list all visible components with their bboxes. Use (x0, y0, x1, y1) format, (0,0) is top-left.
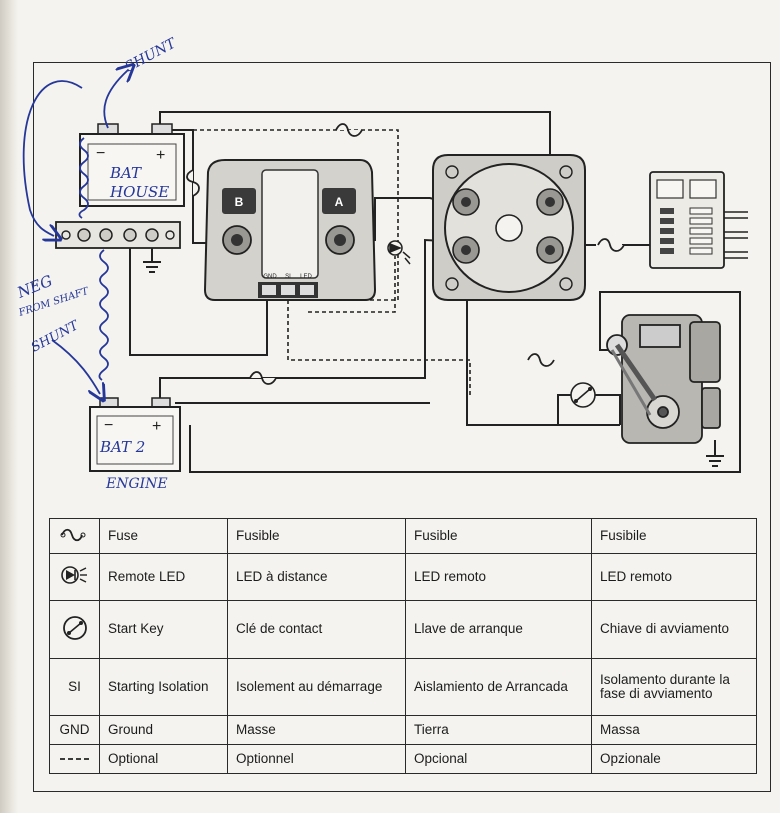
acr-label-b: B (235, 195, 244, 209)
wire-optional-led-mid (287, 300, 471, 395)
legend-english: Fuse (99, 517, 228, 555)
handwriting-bat-2: BAT 2 (99, 438, 145, 456)
acr-terminal-gnd: GND (263, 274, 277, 280)
legend-row-starting-isolation: SI Starting Isolation Isolement au démar… (49, 658, 757, 716)
fuse-top (335, 123, 363, 137)
fuses (186, 123, 625, 385)
legend-spanish: Tierra (405, 714, 592, 745)
legend-italian: LED remoto (591, 553, 757, 601)
legend-spanish: Fusible (405, 517, 592, 555)
legend-spanish: LED remoto (405, 553, 592, 601)
legend-row-optional: Optional Optionnel Opcional Opzionale (49, 743, 757, 775)
negative-bus-bar (55, 221, 181, 249)
squiggle-bus-to-engine (98, 249, 109, 381)
automatic-charging-relay: B A GND SI LED (203, 159, 377, 301)
squiggle-house-to-bus (78, 137, 89, 219)
arrow-left-loop (22, 80, 83, 236)
diagram-frame (33, 62, 771, 792)
engine (606, 314, 721, 444)
legend-english: Ground (99, 714, 228, 745)
legend-table: Fuse Fusible Fusible Fusibile Remote LED… (49, 517, 757, 775)
fuse-house (186, 169, 200, 197)
legend-spanish: Opcional (405, 743, 592, 775)
legend-english: Starting Isolation (99, 658, 228, 716)
remote-led (387, 240, 411, 265)
legend-row-fuse: Fuse Fusible Fusible Fusibile (49, 517, 757, 555)
legend-italian: Massa (591, 714, 757, 745)
wire-acr-ground (129, 240, 268, 356)
legend-italian: Isolamento durante la fase di avviamento (591, 658, 757, 716)
handwriting-bat-house-1: BAT (109, 164, 142, 182)
wire-engine-ground (189, 291, 741, 473)
acr-label-a: A (335, 195, 344, 209)
wire-optional-led-return (308, 256, 396, 313)
battery-selector-switch (432, 154, 586, 301)
engine-battery-plus: + (152, 418, 161, 435)
legend-italian: Opzionale (591, 743, 757, 775)
start-key (570, 382, 596, 408)
legend-row-start-key: Start Key Clé de contact Llave de arranq… (49, 599, 757, 660)
acr-terminal-si: SI (285, 274, 291, 280)
arrow-shunt-top (103, 70, 128, 129)
house-battery-minus: − (96, 145, 105, 162)
wire-switch-start (466, 253, 620, 426)
legend-spanish: Aislamiento de Arrancada (405, 658, 592, 716)
legend-row-ground: GND Ground Masse Tierra Massa (49, 714, 757, 745)
legend-row-remote-led: Remote LED LED à distance LED remoto LED… (49, 553, 757, 601)
start-key-icon (49, 599, 100, 660)
distribution-panel (649, 171, 748, 269)
legend-french: Fusible (227, 517, 406, 555)
legend-french: Optionnel (227, 743, 406, 775)
legend-symbol-gnd: GND (49, 714, 100, 745)
engine-battery-minus: − (104, 417, 113, 434)
handwritten-annotations (22, 70, 128, 394)
legend-italian: Chiave di avviamento (591, 599, 757, 660)
house-battery-plus: + (156, 147, 165, 164)
legend-french: Isolement au démarrage (227, 658, 406, 716)
handwriting-shunt-top: SHUNT (122, 35, 180, 76)
legend-french: Masse (227, 714, 406, 745)
fuse-engine (249, 371, 277, 385)
legend-symbol-si: SI (49, 658, 100, 716)
fuse-panel (597, 238, 625, 252)
legend-english: Remote LED (99, 553, 228, 601)
acr-terminal-led: LED (300, 274, 312, 280)
legend-english: Start Key (99, 599, 228, 660)
page-binding-edge (0, 0, 18, 813)
arrow-shunt-left (51, 339, 100, 394)
handwriting-engine: ENGINE (105, 476, 168, 492)
legend-english: Optional (99, 743, 228, 775)
fuse-optional (527, 353, 555, 367)
legend-french: LED à distance (227, 553, 406, 601)
fuse-icon (49, 517, 100, 555)
handwriting-bat-house-2: HOUSE (109, 183, 169, 201)
optional-dashed-line-icon (49, 743, 100, 775)
remote-led-icon (49, 553, 100, 601)
battery-engine: − + (89, 397, 181, 472)
legend-french: Clé de contact (227, 599, 406, 660)
legend-italian: Fusibile (591, 517, 757, 555)
legend-spanish: Llave de arranque (405, 599, 592, 660)
handwriting-shunt-left: SHUNT (29, 318, 82, 356)
wire-house-positive-top (159, 111, 551, 178)
